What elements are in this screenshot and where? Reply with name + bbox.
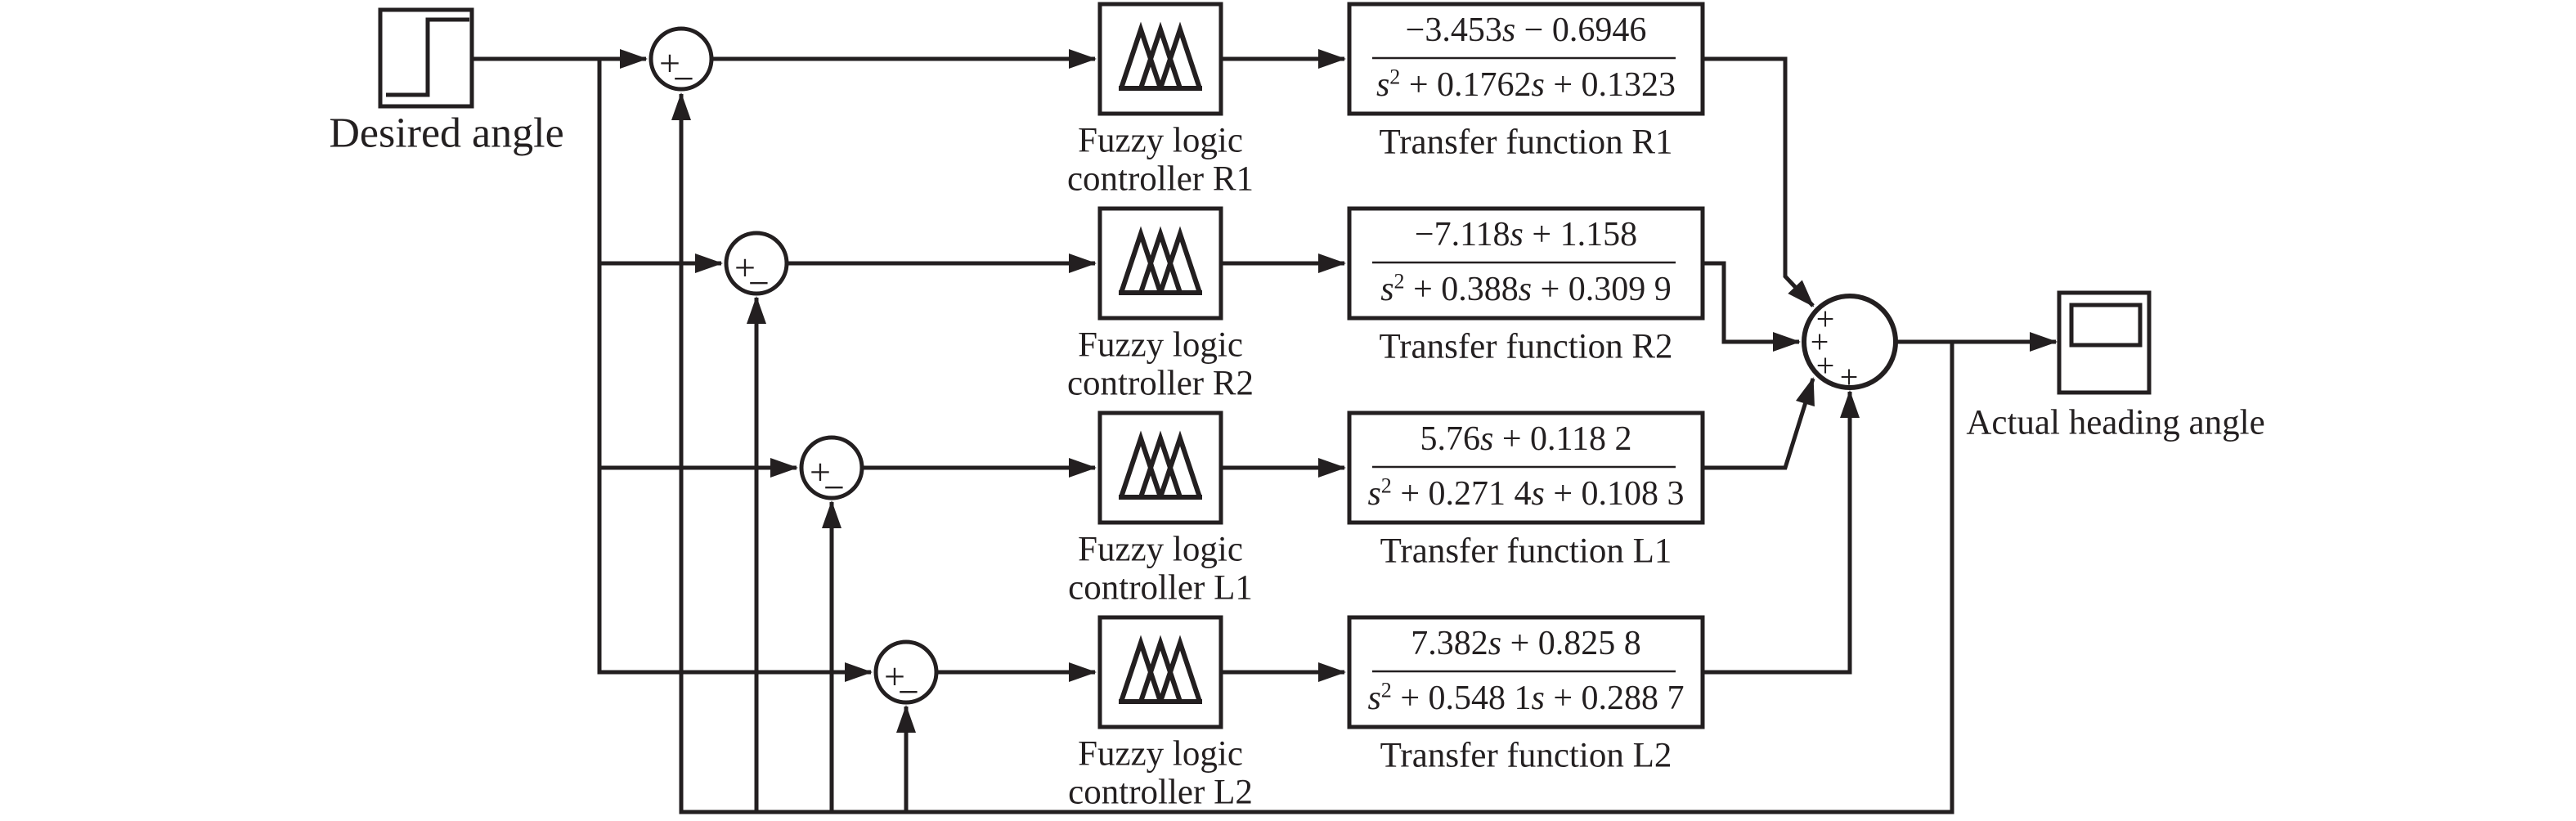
wire-tf-l2-to-output-sum [1703,390,1860,675]
minus-sign: − [673,58,694,100]
tf-numerator-l2: 7.382s + 0.825 8 [1411,624,1641,662]
output-sum-junction [1802,294,1898,390]
wire-tf-l1-to-output-sum [1703,377,1815,470]
wire-tf-r2-to-output-sum [1703,261,1801,352]
sum-junction-4 [873,639,939,705]
tf-denominator-r2: s2 + 0.388s + 0.309 9 [1380,269,1672,308]
tf-denominator-l2: s2 + 0.548 1s + 0.288 7 [1367,678,1685,717]
tf-label-l1: Transfer function L1 [1380,532,1672,571]
step-signal-icon [386,17,469,97]
fuzzy-label-l1-line1: Fuzzy logic [1078,530,1243,569]
plus-sign: + [884,656,905,698]
minus-sign: − [748,262,770,304]
membership-functions-icon [1119,21,1202,91]
fuzzy-controller-block-r1 [1097,2,1223,116]
fuzzy-label-l2-line2: controller L2 [1068,773,1253,812]
sink-label: Actual heading angle [1966,403,2265,442]
tf-denominator-l1: s2 + 0.271 4s + 0.108 3 [1367,473,1685,513]
plus-sign: + [734,247,756,289]
source-label: Desired angle [329,110,564,157]
minus-sign: − [824,467,845,509]
membership-functions-icon [1119,430,1202,500]
fuzzy-controller-block-r2 [1097,206,1223,321]
tf-numerator-r1: −3.453s − 0.6946 [1405,11,1647,49]
plus-sign: + [1816,301,1835,338]
sum-junction-3 [799,435,864,500]
tf-label-l2: Transfer function L2 [1380,736,1672,775]
fuzzy-controller-block-l1 [1097,410,1223,525]
tf-denominator-r1: s2 + 0.1762s + 0.1323 [1376,65,1676,104]
fuzzy-label-r1-line1: Fuzzy logic [1078,121,1243,160]
tf-label-r1: Transfer function R1 [1379,123,1673,162]
wire-tf-r1-to-output-sum [1703,56,1815,307]
plus-sign: + [1840,359,1859,396]
scope-screen-icon [2069,303,2143,348]
membership-functions-icon [1119,226,1202,295]
membership-functions-icon [1119,635,1202,704]
wire-feedback-to-sum1 [671,92,1954,814]
sum-junction-2 [724,231,789,296]
tf-label-r2: Transfer function R2 [1379,327,1673,366]
fuzzy-label-l1-line2: controller L1 [1068,568,1253,608]
tf-numerator-r2: −7.118s + 1.158 [1414,215,1638,253]
tf-numerator-l1: 5.76s + 0.118 2 [1420,419,1632,458]
fuzzy-label-r2-line2: controller R2 [1066,364,1254,403]
fuzzy-label-l2-line1: Fuzzy logic [1078,734,1243,774]
plus-sign: + [810,451,831,493]
plus-sign: + [659,43,680,84]
sum-junction-1 [648,26,714,92]
fuzzy-label-r1-line2: controller R1 [1066,159,1254,199]
plus-sign: + [1811,324,1829,361]
fuzzy-label-r2-line1: Fuzzy logic [1078,325,1243,365]
minus-sign: − [898,671,919,713]
fuzzy-controller-block-l2 [1097,615,1223,729]
plus-sign: + [1816,348,1835,384]
